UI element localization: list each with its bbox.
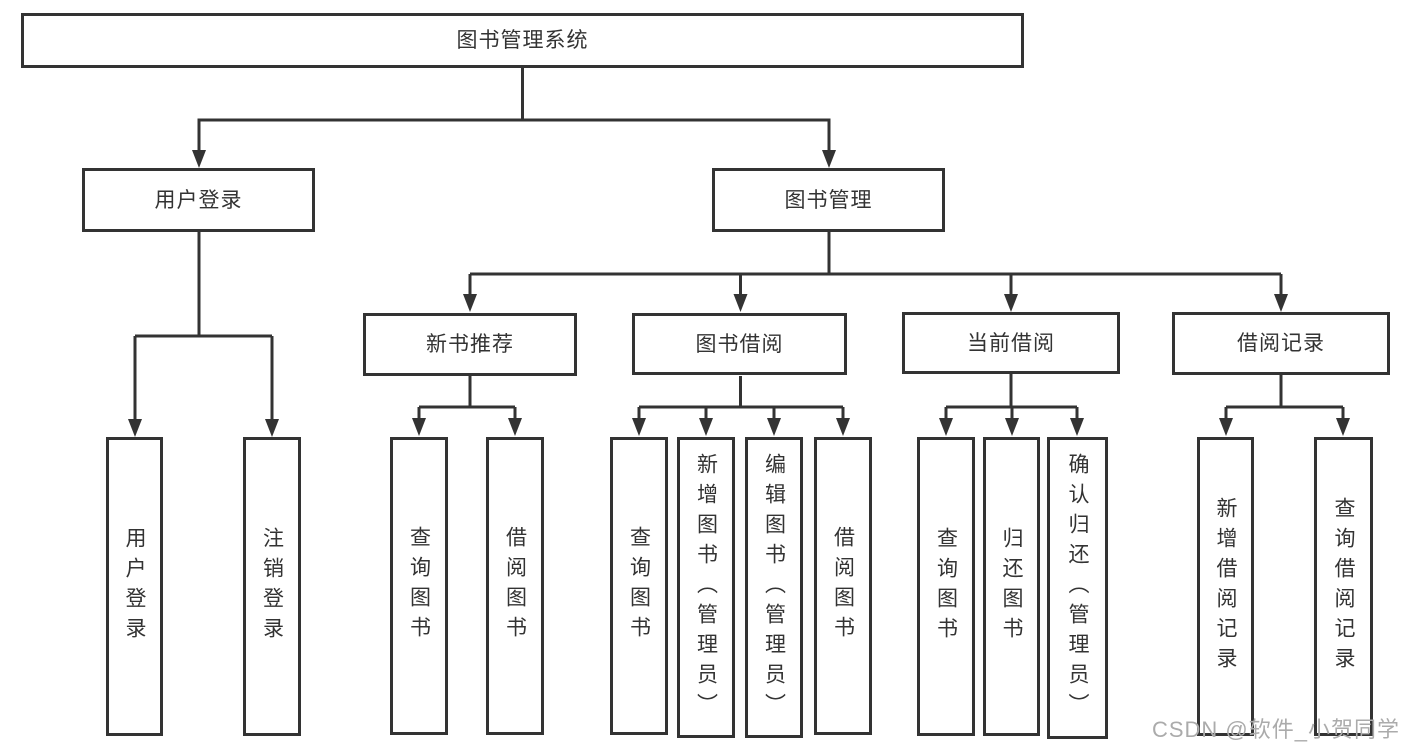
- leaf-query-books-recommend: 查询图书: [390, 437, 448, 735]
- leaf-logout: 注销登录: [243, 437, 301, 736]
- leaf-borrow-books-recommend: 借阅图书: [486, 437, 544, 735]
- leaf-query-books-current: 查询图书: [917, 437, 975, 736]
- node-new-book-recommendation: 新书推荐: [363, 313, 577, 376]
- node-book-management: 图书管理: [712, 168, 945, 232]
- leaf-query-books-borrowing: 查询图书: [610, 437, 668, 735]
- leaf-add-borrow-record: 新增借阅记录: [1197, 437, 1254, 736]
- leaf-query-borrow-record: 查询借阅记录: [1314, 437, 1373, 736]
- leaf-user-login: 用户登录: [106, 437, 163, 736]
- leaf-edit-books-admin: 编辑图书（管理员）: [745, 437, 803, 738]
- node-current-borrowing: 当前借阅: [902, 312, 1120, 374]
- leaf-confirm-return-admin: 确认归还（管理员）: [1047, 437, 1108, 739]
- leaf-borrow-books: 借阅图书: [814, 437, 872, 735]
- arrowheads: [128, 150, 1350, 437]
- node-book-borrowing: 图书借阅: [632, 313, 847, 375]
- node-user-login: 用户登录: [82, 168, 315, 232]
- node-borrowing-records: 借阅记录: [1172, 312, 1390, 375]
- node-library-management-system: 图书管理系统: [21, 13, 1024, 68]
- csdn-watermark: CSDN @软件_小贺同学: [1151, 717, 1400, 742]
- leaf-add-books-admin: 新增图书（管理员）: [677, 437, 735, 738]
- leaf-return-books: 归还图书: [983, 437, 1040, 736]
